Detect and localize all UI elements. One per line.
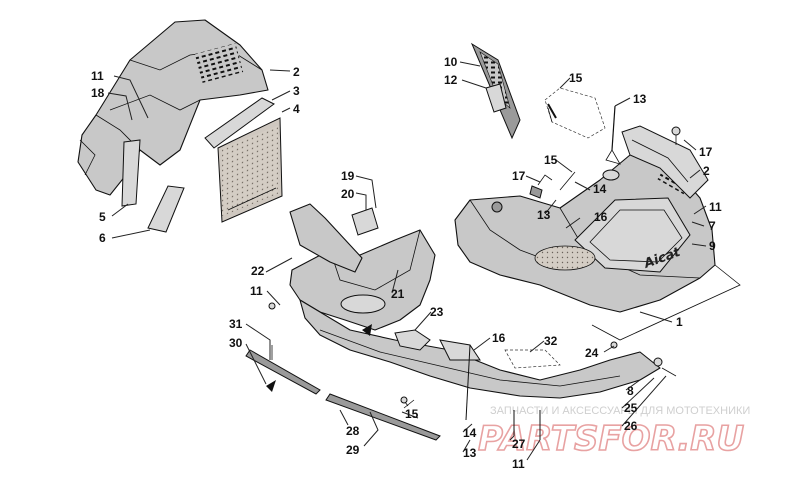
callout-3: 3: [293, 84, 300, 98]
callout-25: 25: [624, 401, 638, 415]
windshield-deflector: [544, 87, 606, 139]
callout-19: 19: [341, 169, 355, 183]
callout-11: 11: [91, 69, 104, 83]
watermark-brand: PARTSFOR.RU: [478, 419, 744, 459]
callout-17: 17: [512, 169, 526, 183]
callout-15: 15: [405, 407, 419, 421]
hood-assembly: Aicat: [454, 125, 716, 313]
watermark: ЗАПЧАСТИ И АКСЕССУАРЫ ДЛЯ МОТОТЕХНИКИ PA…: [477, 405, 750, 460]
callout-11: 11: [250, 284, 263, 298]
callout-15: 15: [544, 153, 558, 167]
callout-4: 4: [293, 102, 300, 116]
callout-17: 17: [699, 145, 713, 159]
left-skid-rail: [245, 349, 321, 395]
callout-20: 20: [341, 187, 355, 201]
callout-2: 2: [293, 65, 300, 79]
callout-1: 1: [676, 315, 683, 329]
callout-26: 26: [624, 419, 638, 433]
callout-30: 30: [229, 336, 243, 350]
callout-16: 16: [594, 210, 608, 224]
callout-28: 28: [346, 424, 360, 438]
callout-5: 5: [99, 210, 106, 224]
callout-8: 8: [627, 384, 634, 398]
leader-lines: [107, 61, 707, 461]
bottom-fasteners: [266, 302, 677, 440]
callout-23: 23: [430, 305, 444, 319]
callout-13: 13: [463, 446, 477, 460]
callout-29: 29: [346, 443, 360, 457]
callout-13: 13: [537, 208, 551, 222]
vent-plate: [470, 42, 521, 140]
center-skid-rail: [325, 393, 441, 441]
callout-2: 2: [703, 164, 710, 178]
callout-15: 15: [569, 71, 583, 85]
callout-11: 11: [512, 457, 525, 471]
callout-12: 12: [444, 73, 458, 87]
callout-10: 10: [444, 55, 458, 69]
callout-6: 6: [99, 231, 106, 245]
inner-panels: [204, 97, 283, 223]
callout-24: 24: [585, 346, 599, 360]
top-fasteners: [529, 103, 681, 199]
callout-9: 9: [709, 239, 716, 253]
callout-21: 21: [391, 287, 405, 301]
callout-31: 31: [229, 317, 243, 331]
callout-11: 11: [709, 200, 722, 214]
small-pads: [121, 139, 185, 233]
callout-numbers: 11 18 2 3 4 5 6 19 20 22 11 21 23 31 30 …: [91, 55, 722, 471]
watermark-tagline: ЗАПЧАСТИ И АКСЕССУАРЫ ДЛЯ МОТОТЕХНИКИ: [490, 405, 750, 417]
callout-18: 18: [91, 86, 105, 100]
callout-16: 16: [492, 331, 506, 345]
callout-22: 22: [251, 264, 265, 278]
callout-32: 32: [544, 334, 558, 348]
callout-14: 14: [593, 182, 607, 196]
callout-13: 13: [633, 92, 647, 106]
callout-14: 14: [463, 426, 477, 440]
callout-27: 27: [512, 437, 526, 451]
callout-7: 7: [709, 219, 716, 233]
belly-pan: [289, 203, 436, 331]
